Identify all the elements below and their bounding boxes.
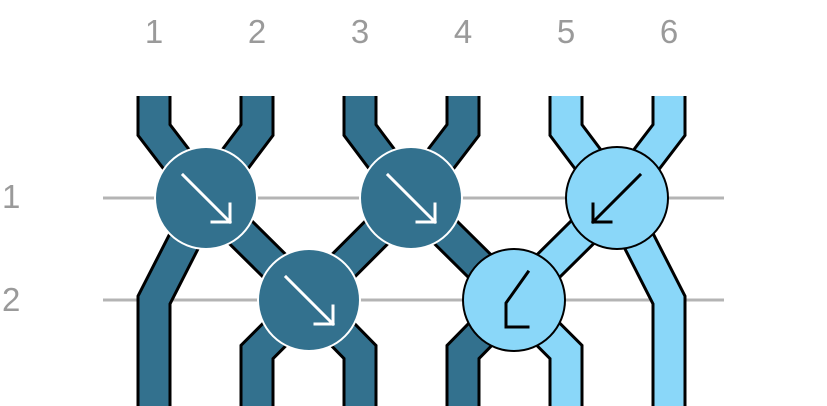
row-label-2: 2 [2,281,20,318]
column-label-3: 3 [351,13,369,50]
column-label-6: 6 [660,13,678,50]
crossing-nodes [154,146,669,352]
strand-col6 [596,96,687,406]
strand-col2 [182,96,334,406]
column-labels: 1 2 3 4 5 6 [145,13,678,50]
row-labels: 1 2 [2,178,20,318]
strand-col5 [489,96,641,406]
node-r1-c56 [565,146,669,250]
node-r1-c34 [359,146,463,250]
strand-col4 [387,96,539,406]
down-left-arrow-icon [590,172,643,225]
strand-col3 [284,96,435,406]
strand-col1 [136,96,227,406]
column-label-1: 1 [145,13,163,50]
strands [136,96,687,406]
column-label-4: 4 [454,13,472,50]
down-left-arrow-icon [504,269,531,329]
down-right-arrow-icon [180,172,233,225]
node-r1-c12 [154,146,258,250]
down-right-arrow-icon [385,172,438,225]
column-label-5: 5 [557,13,575,50]
node-r2-c45 [462,248,566,352]
row-label-1: 1 [2,178,20,215]
down-right-arrow-icon [283,274,336,327]
column-label-2: 2 [248,13,266,50]
node-r2-c23 [257,248,361,352]
